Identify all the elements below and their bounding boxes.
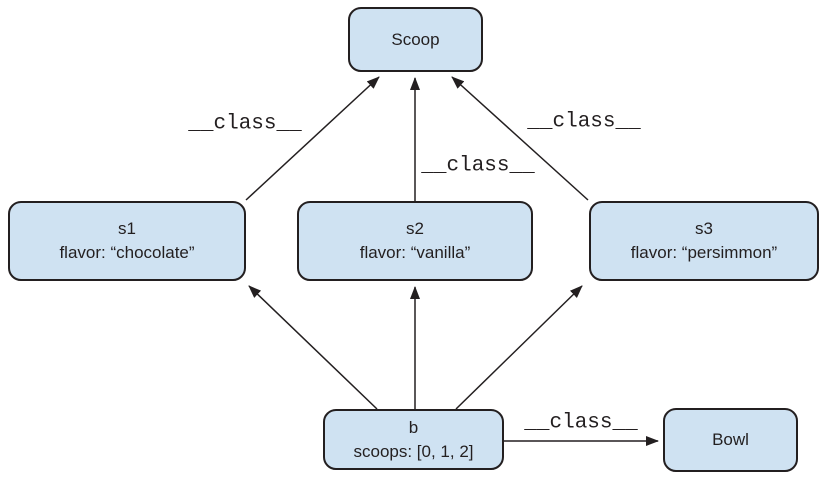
node-s1-attr: flavor: “chocolate” xyxy=(59,243,195,262)
edge-s1-to-scoop-arrow xyxy=(245,76,380,201)
edge-label-class-s3: __class__ xyxy=(527,110,641,134)
edge-b-to-s3-arrow xyxy=(455,285,583,410)
node-s2-title: s2 xyxy=(406,219,424,238)
edge-label-class-b: __class__ xyxy=(524,411,638,435)
node-scoop-title: Scoop xyxy=(391,29,440,49)
node-s2: s2 flavor: “vanilla” xyxy=(297,201,533,281)
node-b: b scoops: [0, 1, 2] xyxy=(323,409,504,470)
node-bowl: Bowl xyxy=(663,408,798,472)
node-scoop: Scoop xyxy=(348,7,483,72)
node-s3-attr: flavor: “persimmon” xyxy=(630,243,778,262)
node-s1-title: s1 xyxy=(118,219,136,238)
node-bowl-title: Bowl xyxy=(712,430,749,449)
node-b-attr: scoops: [0, 1, 2] xyxy=(353,441,474,461)
node-s2-attr: flavor: “vanilla” xyxy=(359,243,471,262)
node-b-title: b xyxy=(408,417,419,437)
node-s3: s3 flavor: “persimmon” xyxy=(589,201,819,281)
edge-label-class-s2: __class__ xyxy=(421,154,535,178)
edge-s3-to-scoop-arrow xyxy=(451,76,589,201)
edge-label-class-s1: __class__ xyxy=(188,112,302,136)
edge-b-to-s1-arrow xyxy=(248,285,378,410)
node-s1: s1 flavor: “chocolate” xyxy=(8,201,246,281)
node-s3-title: s3 xyxy=(695,219,713,238)
